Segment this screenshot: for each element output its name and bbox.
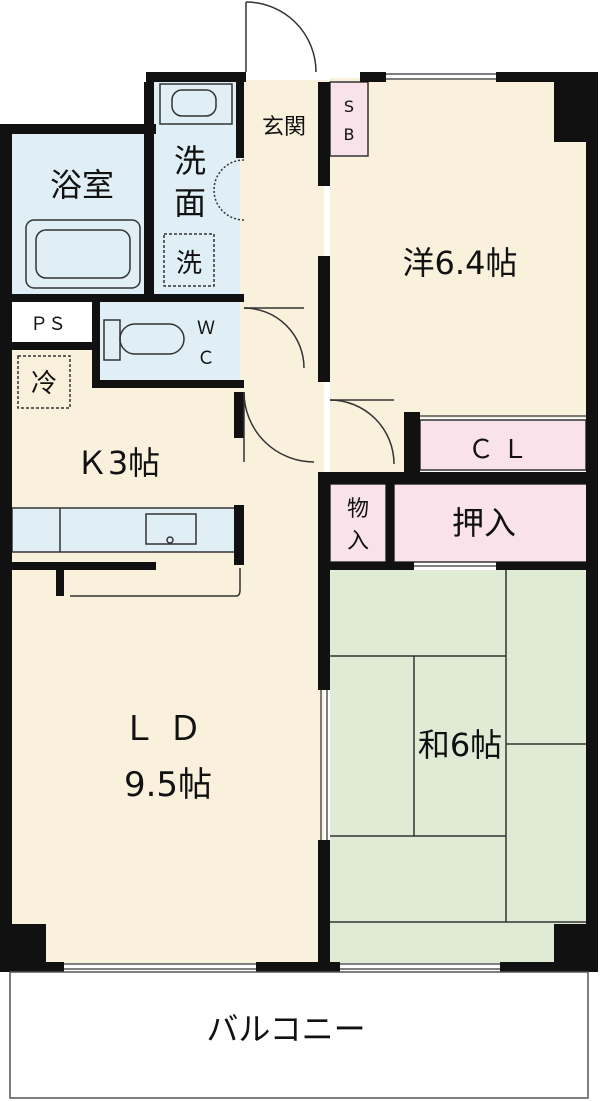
washer-box <box>163 233 215 287</box>
oshiire-fill <box>393 483 589 563</box>
washroom-label-1: 洗 <box>174 142 206 180</box>
bathroom-floor <box>12 132 152 296</box>
pipe-space-label: ＰＳ <box>30 314 66 335</box>
oshiire-label: 押入 <box>452 504 516 542</box>
japanese-room-floor <box>330 570 588 963</box>
ld-label-2: 9.5帖 <box>124 765 212 805</box>
ld-label-1: ＬＤ <box>122 709 214 749</box>
living-dining-floor <box>12 568 324 963</box>
balcony-area <box>9 971 589 1099</box>
hallway-floor <box>240 160 324 570</box>
doors <box>213 1 395 465</box>
kitchen-label: Ｋ3帖 <box>76 444 160 482</box>
windows <box>64 73 586 970</box>
tatami-lines <box>330 570 588 923</box>
toilet-label-2: Ｃ <box>197 348 215 369</box>
storage-label-2: 入 <box>347 529 369 554</box>
washroom-label-2: 面 <box>174 184 206 222</box>
shoe-box-fill <box>329 81 369 157</box>
bathroom-label: 浴室 <box>50 166 114 204</box>
entrance-label: 玄関 <box>262 115 306 140</box>
western-room-label: 洋6.4帖 <box>403 244 518 282</box>
toilet-floor <box>98 300 240 382</box>
toilet-label-1: Ｗ <box>197 318 215 339</box>
entrance-floor <box>242 80 328 160</box>
japanese-room-label: 和6帖 <box>418 726 502 764</box>
storage-label-1: 物 <box>347 497 369 522</box>
room-labels: 玄関 S B 洋6.4帖 浴室 洗 面 洗 ＰＳ Ｗ Ｃ 冷 Ｋ3帖 ＣＬ 物 … <box>30 97 536 1048</box>
shoe-box-label-2: B <box>344 125 355 144</box>
washer-label: 洗 <box>176 249 202 279</box>
shoe-box-label-1: S <box>344 97 354 116</box>
bathtub <box>25 219 141 289</box>
western-room-floor <box>330 78 588 418</box>
fridge-label: 冷 <box>31 369 57 399</box>
closet-label: ＣＬ <box>468 435 536 465</box>
wash-basin <box>159 83 233 125</box>
balcony-label: バルコニー <box>206 1010 365 1048</box>
kitchen-counter <box>11 507 241 553</box>
toilet-bowl <box>119 323 185 355</box>
walls <box>0 72 598 972</box>
fixtures <box>17 83 241 597</box>
western-room-floor-2 <box>330 418 414 473</box>
kitchen-sink <box>145 513 197 545</box>
fridge-box <box>17 355 71 409</box>
storage-fill <box>329 483 387 563</box>
